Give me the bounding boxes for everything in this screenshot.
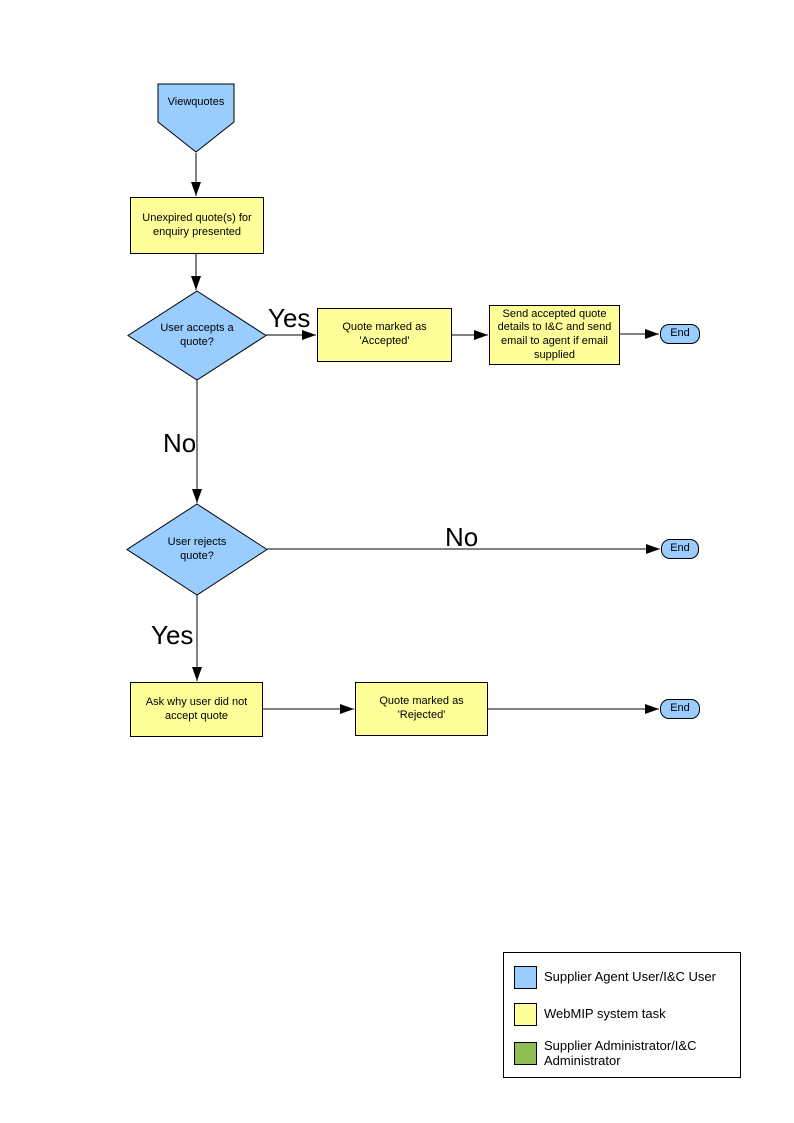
process-unexpired-node: Unexpired quote(s) for enquiry presented — [130, 197, 264, 254]
process-ask-why-node: Ask why user did not accept quote — [130, 682, 263, 737]
end-node-no-reject-label: End — [670, 542, 690, 555]
process-rejected-label: Quote marked as 'Rejected' — [379, 695, 464, 721]
end-node-no-reject: End — [661, 539, 699, 559]
edge-label-reject-yes: Yes — [151, 620, 194, 650]
process-send-details-node: Send accepted quote details to I&C and s… — [489, 305, 620, 365]
legend-swatch-user — [514, 966, 537, 989]
legend-item-supplier-agent: Supplier Agent User/I&C User — [514, 966, 716, 989]
decision-reject-shape — [126, 503, 268, 596]
process-unexpired-label: Unexpired quote(s) for enquiry presented — [142, 211, 252, 238]
edge-label-accept-no: No — [163, 428, 197, 458]
legend: Supplier Agent User/I&C User WebMIP syst… — [503, 952, 741, 1078]
legend-swatch-admin — [514, 1042, 537, 1066]
process-send-details-label: Send accepted quote details to I&C and s… — [497, 307, 612, 361]
start-node-shape — [157, 83, 235, 153]
legend-label-admin: Supplier Administrator/I&C Administrator — [544, 1038, 697, 1068]
end-node-rejected-label: End — [670, 702, 690, 715]
edge-label-accept-yes: Yes — [268, 303, 311, 333]
legend-label-system-task: WebMIP system task — [544, 1006, 666, 1022]
legend-item-webmip-task: WebMIP system task — [514, 1003, 666, 1026]
legend-label-user: Supplier Agent User/I&C User — [544, 969, 716, 985]
legend-swatch-system-task — [514, 1003, 537, 1026]
end-node-accepted-label: End — [670, 327, 690, 340]
process-rejected-node: Quote marked as 'Rejected' — [355, 682, 488, 736]
legend-item-admin: Supplier Administrator/I&C Administrator — [514, 1038, 724, 1069]
process-accepted-label: Quote marked as 'Accepted' — [342, 321, 427, 347]
decision-accept-shape — [127, 290, 267, 381]
edge-label-reject-no: No — [445, 522, 479, 552]
process-accepted-node: Quote marked as 'Accepted' — [317, 308, 452, 362]
end-node-rejected: End — [660, 699, 700, 719]
end-node-accepted: End — [660, 324, 700, 344]
process-ask-why-label: Ask why user did not accept quote — [145, 695, 248, 722]
